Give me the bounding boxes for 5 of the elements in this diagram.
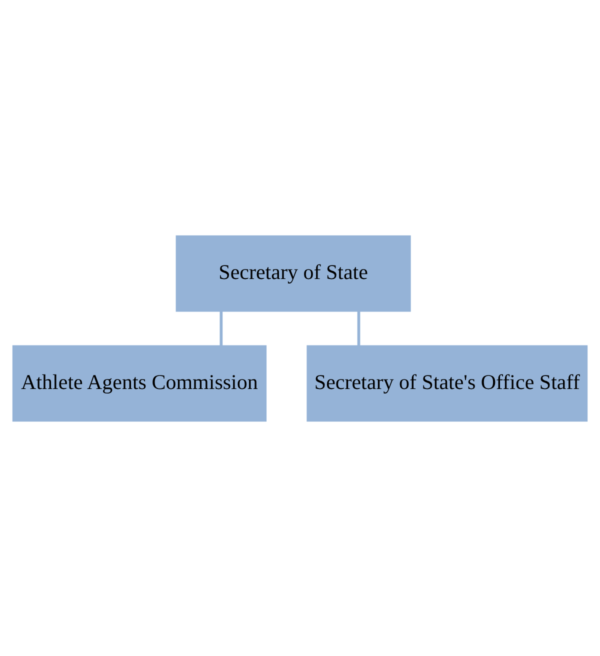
node-box: Secretary of State xyxy=(176,234,411,312)
connector xyxy=(357,310,360,346)
node-box: Secretary of State's Office Staff xyxy=(306,344,588,422)
node-box: Athlete Agents Commission xyxy=(12,344,267,422)
connector xyxy=(220,310,223,346)
